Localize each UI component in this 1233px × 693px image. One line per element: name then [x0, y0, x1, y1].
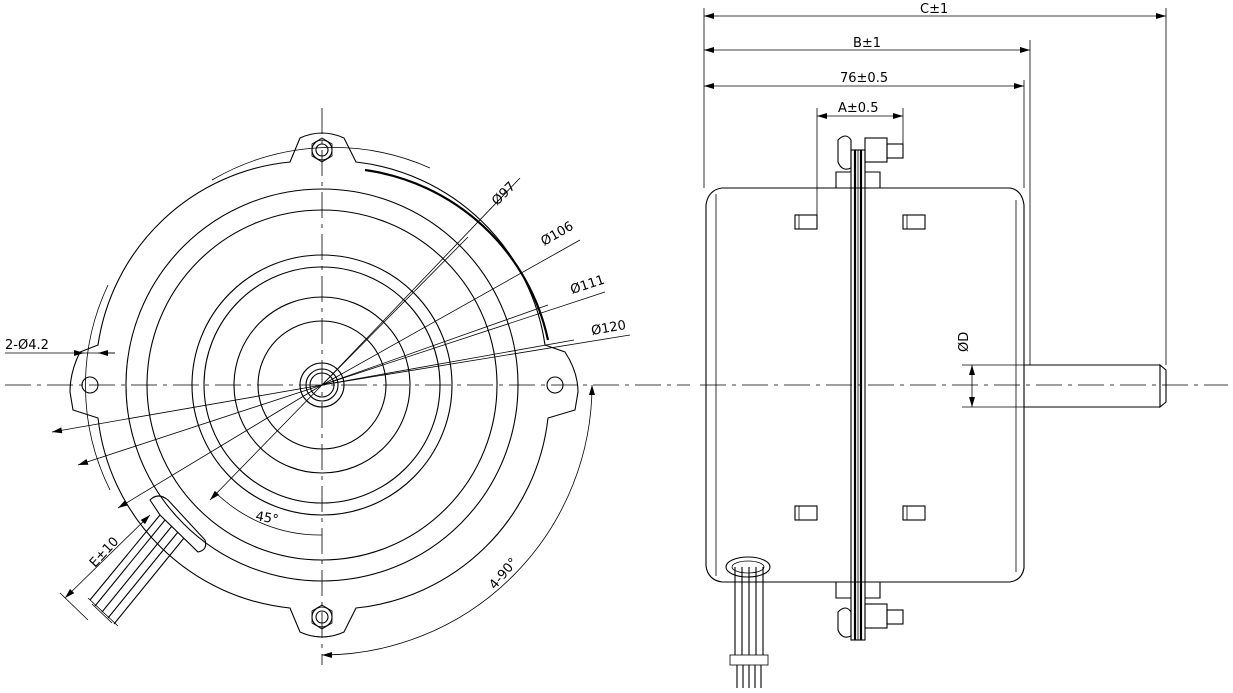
- outer-arc-top: [211, 147, 431, 181]
- dim-lead-label: E±10: [87, 534, 122, 570]
- dim-C-label: C±1: [920, 2, 948, 17]
- phi97-arc: [364, 168, 550, 341]
- vent-slots: [794, 214, 926, 521]
- dim-angle4x90-label: 4-90°: [487, 555, 522, 592]
- lead-wires-side: [725, 556, 771, 688]
- dim-phi120-label: Ø120: [590, 318, 627, 339]
- dim-A-label: A±0.5: [838, 101, 878, 116]
- side-view: C±1 B±1 76±0.5 A±0.5 ØD: [700, 2, 1228, 688]
- dim-B-label: B±1: [853, 36, 881, 51]
- motor-body: [705, 187, 1025, 583]
- dim-angle45-label: 45°: [254, 509, 279, 528]
- stator-plates: [835, 135, 904, 641]
- dim-D-label: ØD: [957, 332, 972, 352]
- dim-phi111-label: Ø111: [569, 273, 607, 298]
- radial-dimensions: [51, 177, 631, 509]
- dim-76-label: 76±0.5: [840, 71, 888, 86]
- angle90-arc: [321, 384, 595, 658]
- outer-arc-left: [85, 284, 111, 491]
- angle45-arc: [214, 491, 323, 536]
- shaft: [1024, 363, 1167, 409]
- dim-holes-label: 2-Ø4.2: [5, 338, 49, 353]
- front-view: Ø97 Ø106 Ø111 Ø120 2-Ø4.2 45° 4-90° E±10: [5, 108, 690, 665]
- left-mount-hole: [81, 376, 99, 394]
